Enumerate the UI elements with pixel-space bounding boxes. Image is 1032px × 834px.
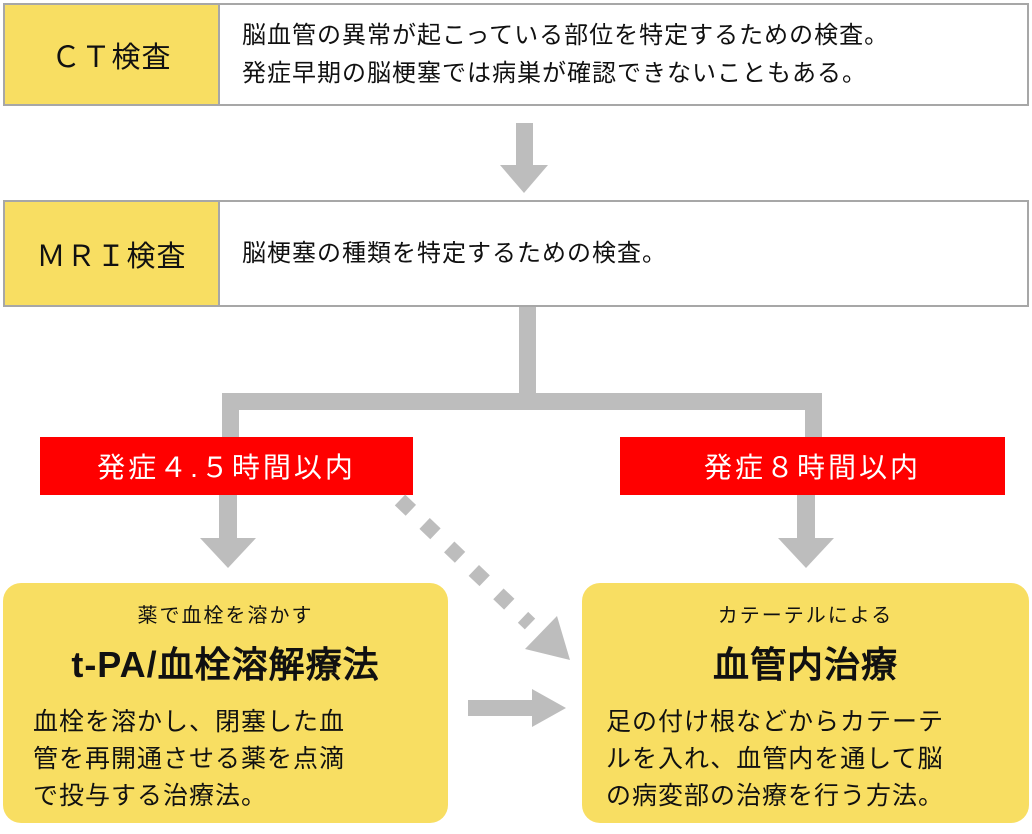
ct-exam-label: ＣＴ検査 [5, 5, 220, 104]
connector-vertical-stem [519, 307, 536, 410]
arrow-down-right-branch [778, 495, 834, 568]
arrow-shaft [515, 123, 533, 165]
arrow-down-left-branch [200, 495, 256, 568]
treatment-description: 血栓を溶かし、閉塞した血 管を再開通させる薬を点滴 で投与する治療法。 [33, 708, 346, 810]
arrow-head [778, 538, 834, 568]
connector-horizontal-bar [222, 393, 822, 410]
arrow-head [532, 689, 566, 727]
condition-badge-within-4-5-hours: 発症４.５時間以内 [40, 437, 413, 495]
arrow-head [200, 538, 256, 568]
treatment-subtitle: カテーテルによる [717, 605, 894, 627]
condition-badge-within-8-hours: 発症８時間以内 [620, 437, 1005, 495]
connector-right-leg [805, 410, 822, 437]
arrow-shaft [468, 700, 532, 716]
arrow-shaft [797, 495, 815, 538]
arrow-shaft [219, 495, 237, 538]
dashed-diagonal-arrow [394, 494, 570, 660]
treatment-card-tpa: 薬で血栓を溶かす t-PA/血栓溶解療法 血栓を溶かし、閉塞した血 管を再開通さ… [3, 583, 448, 823]
arrow-right-tpa-to-endovascular [468, 689, 566, 727]
mri-exam-description: 脳梗塞の種類を特定するための検査。 [242, 239, 667, 267]
connector-left-leg [222, 410, 239, 437]
treatment-title: t-PA/血栓溶解療法 [71, 644, 380, 685]
treatment-title: 血管内治療 [712, 644, 898, 685]
ct-exam-description: 脳血管の異常が起こっている部位を特定するための検査。 発症早期の脳梗塞では病巣が… [242, 21, 890, 87]
treatment-description: 足の付け根などからカテーテ ルを入れ、血管内を通して脳 の病変部の治療を行う方法… [606, 708, 945, 810]
arrow-head [500, 165, 548, 193]
treatment-card-endovascular: カテーテルによる 血管内治療 足の付け根などからカテーテ ルを入れ、血管内を通し… [582, 583, 1029, 823]
mri-exam-box: ＭＲＩ検査 脳梗塞の種類を特定するための検査。 [3, 200, 1029, 307]
mri-exam-label: ＭＲＩ検査 [5, 202, 220, 305]
ct-exam-box: ＣＴ検査 脳血管の異常が起こっている部位を特定するための検査。 発症早期の脳梗塞… [3, 3, 1029, 106]
arrow-down-ct-to-mri [500, 123, 548, 193]
treatment-subtitle: 薬で血栓を溶かす [137, 605, 314, 627]
